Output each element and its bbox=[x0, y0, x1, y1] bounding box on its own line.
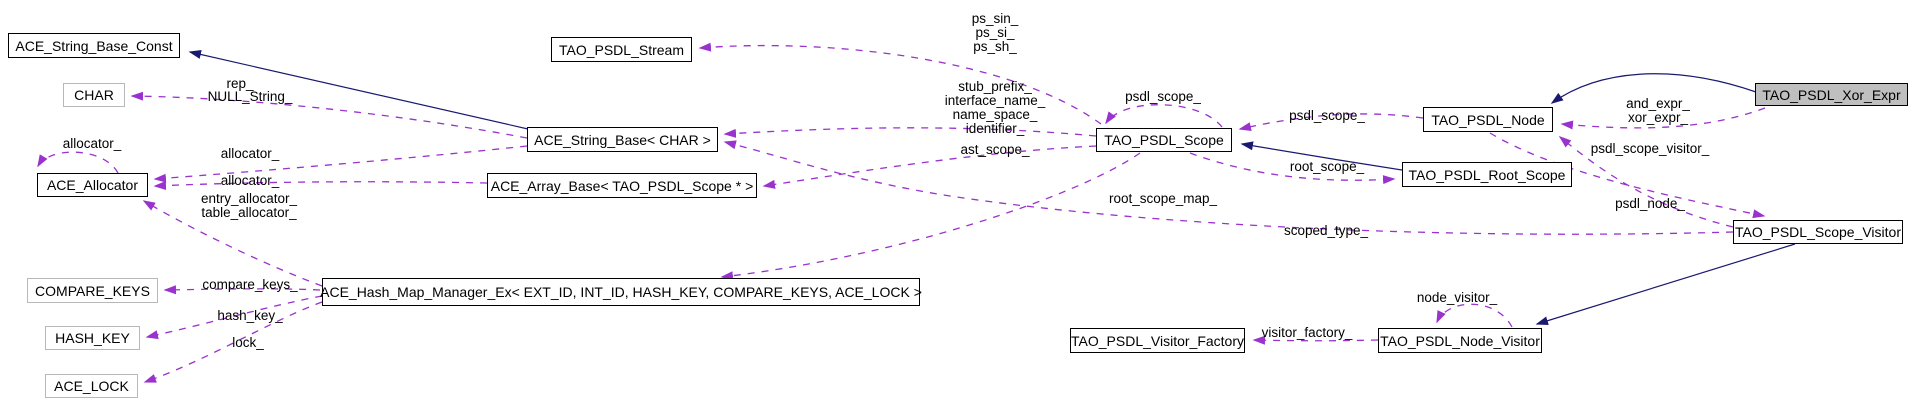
edge-label-compare-keys: compare_keys_ bbox=[202, 277, 298, 292]
edge-psdlscope-selfloop bbox=[1105, 104, 1223, 128]
edge-allocator-selfloop bbox=[37, 151, 119, 174]
edge-rootscope-to-scope bbox=[1240, 141, 1403, 171]
node-tao-psdl-scope-visitor[interactable]: TAO_PSDL_Scope_Visitor bbox=[1733, 220, 1903, 244]
edge-and-xor-expr bbox=[1560, 107, 1766, 130]
edge-hash-key bbox=[145, 295, 323, 340]
node-ace-lock: ACE_LOCK bbox=[45, 374, 138, 398]
node-tao-psdl-xor-expr: TAO_PSDL_Xor_Expr bbox=[1755, 83, 1908, 106]
edge-visitor-factory bbox=[1252, 335, 1379, 345]
node-ace-string-base[interactable]: ACE_String_Base< CHAR > bbox=[527, 127, 718, 152]
edge-label-lock: lock_ bbox=[232, 335, 264, 350]
edge-label-ps-sin: ps_sin_ bbox=[971, 11, 1019, 26]
edge-compare-keys bbox=[163, 285, 321, 295]
edge-root-scope bbox=[1189, 152, 1396, 185]
node-tao-psdl-scope[interactable]: TAO_PSDL_Scope bbox=[1096, 128, 1232, 152]
edge-psdl-node bbox=[1558, 136, 1734, 228]
edge-label-stub-prefix: stub_prefix_ bbox=[958, 79, 1032, 94]
node-char: CHAR bbox=[63, 83, 125, 107]
edge-label-ast-scope: ast_scope_ bbox=[960, 142, 1030, 157]
edge-label-psdl-node: psdl_node_ bbox=[1615, 196, 1685, 211]
node-ace-allocator[interactable]: ACE_Allocator bbox=[37, 173, 148, 197]
usage-edges bbox=[37, 42, 1766, 383]
edge-label-psdl-scope-visitor: psdl_scope_visitor_ bbox=[1590, 141, 1710, 156]
edge-nodevisitor-selfloop bbox=[1436, 303, 1513, 328]
edge-label-allocator-self: allocator_ bbox=[62, 136, 122, 151]
inheritance-edges bbox=[188, 50, 1796, 326]
edge-lock bbox=[143, 301, 323, 383]
edge-rep-nullstring bbox=[130, 91, 528, 139]
node-ace-array-base[interactable]: ACE_Array_Base< TAO_PSDL_Scope * > bbox=[487, 173, 757, 198]
edge-label-root-scope-map: root_scope_map_ bbox=[1108, 191, 1218, 206]
node-tao-psdl-node-visitor[interactable]: TAO_PSDL_Node_Visitor bbox=[1378, 328, 1542, 353]
node-tao-psdl-stream[interactable]: TAO_PSDL_Stream bbox=[551, 37, 692, 62]
edge-root-scope-map bbox=[720, 152, 1141, 281]
edge-label-and-expr: and_expr_ bbox=[1626, 96, 1690, 111]
node-tao-psdl-visitor-factory[interactable]: TAO_PSDL_Visitor_Factory bbox=[1070, 328, 1245, 353]
edge-label-ps-si: ps_si_ bbox=[975, 25, 1015, 40]
edge-xorexpr-to-node bbox=[1550, 73, 1757, 104]
edge-label-xor-expr: xor_expr_ bbox=[1627, 110, 1689, 125]
edge-scopevisitor-to-nodevisitor bbox=[1535, 243, 1796, 326]
edge-label-psdl-scope: psdl_scope_ bbox=[1289, 108, 1365, 123]
edge-label-table-allocator: table_allocator_ bbox=[201, 205, 297, 220]
edge-scoped-type bbox=[723, 140, 1734, 235]
edge-label-allocator-1: allocator_ bbox=[220, 146, 280, 161]
node-ace-hash-map-manager-ex[interactable]: ACE_Hash_Map_Manager_Ex< EXT_ID, INT_ID,… bbox=[320, 278, 922, 306]
edge-psdl-scope-visitor bbox=[1489, 132, 1766, 219]
edge-label-null-string: NULL_String_ bbox=[207, 89, 293, 104]
edge-label-visitor-factory: visitor_factory_ bbox=[1261, 325, 1353, 340]
node-ace-string-base-const[interactable]: ACE_String_Base_Const bbox=[8, 33, 180, 58]
edge-stubprefix-stringbase bbox=[723, 127, 1097, 138]
edge-label-root-scope: root_scope_ bbox=[1289, 159, 1365, 174]
edge-label-entry-allocator: entry_allocator_ bbox=[200, 191, 298, 206]
node-tao-psdl-node[interactable]: TAO_PSDL_Node bbox=[1423, 107, 1553, 132]
node-tao-psdl-root-scope[interactable]: TAO_PSDL_Root_Scope bbox=[1402, 162, 1572, 187]
edge-ast-scope bbox=[762, 145, 1097, 189]
edge-label-interface-name: interface_name_ bbox=[944, 93, 1046, 108]
edge-label-scoped-type: scoped_type_ bbox=[1283, 223, 1369, 238]
edge-label-psdl-scope-self: psdl_scope_ bbox=[1125, 89, 1201, 104]
edge-ps-stream bbox=[698, 42, 1102, 125]
edge-label-allocator-2: allocator_ bbox=[220, 173, 280, 188]
edge-label-ps-sh: ps_sh_ bbox=[973, 39, 1017, 54]
edge-label-node-visitor: node_visitor_ bbox=[1416, 290, 1498, 305]
edge-label-rep: rep_ bbox=[226, 76, 254, 91]
node-hash-key: HASH_KEY bbox=[45, 326, 140, 350]
edge-label-hash-key: hash_key_ bbox=[217, 308, 283, 323]
edge-allocator-from-arraybase bbox=[153, 181, 488, 191]
edge-allocator-from-stringbase bbox=[153, 145, 528, 183]
edge-label-name-space: name_space_ bbox=[952, 107, 1038, 122]
edge-label-identifier: identifier_ bbox=[965, 121, 1025, 136]
edge-stringbase-to-stringbaseconst bbox=[188, 50, 529, 130]
node-compare-keys: COMPARE_KEYS bbox=[27, 278, 158, 303]
